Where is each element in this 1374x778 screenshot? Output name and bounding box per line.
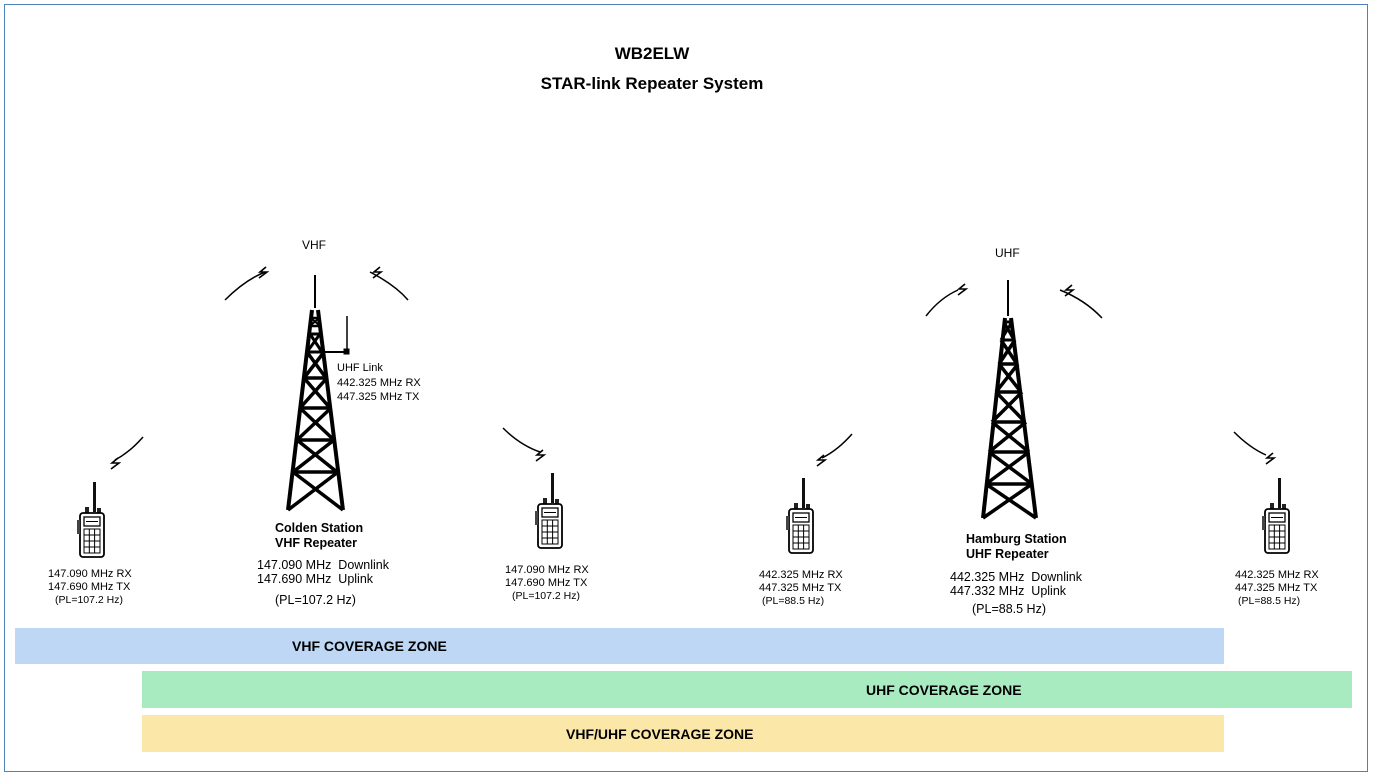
radio-3-rx: 442.325 MHz RX bbox=[759, 569, 843, 581]
radio-4-info: 442.325 MHz RX 447.325 MHz TX (PL=88.5 H… bbox=[1235, 569, 1321, 608]
vhf-coverage-zone-label: VHF COVERAGE ZONE bbox=[292, 638, 447, 654]
colden-uplink: 147.690 MHz Uplink bbox=[257, 572, 374, 586]
uhf-tower bbox=[981, 280, 1038, 520]
diagram-title: WB2ELW bbox=[614, 44, 690, 63]
radio-2-rx: 147.090 MHz RX bbox=[505, 564, 589, 576]
colden-station-type: VHF Repeater bbox=[275, 536, 357, 550]
colden-pl: (PL=107.2 Hz) bbox=[275, 593, 356, 607]
colden-station-name: Colden Station bbox=[275, 521, 364, 535]
radio-2-tx: 147.690 MHz TX bbox=[505, 577, 588, 589]
colden-downlink: 147.090 MHz Downlink bbox=[257, 558, 390, 572]
radio-3-pl: (PL=88.5 Hz) bbox=[762, 595, 825, 607]
hamburg-station-label: Hamburg Station UHF Repeater bbox=[966, 532, 1067, 562]
hamburg-station-type: UHF Repeater bbox=[966, 547, 1049, 561]
hamburg-pl: (PL=88.5 Hz) bbox=[972, 602, 1046, 616]
radio-1-icon bbox=[76, 481, 105, 558]
radio-4-rx: 442.325 MHz RX bbox=[1235, 569, 1319, 581]
radio-1-tx: 147.690 MHz TX bbox=[48, 581, 131, 593]
colden-station-label: Colden Station VHF Repeater bbox=[275, 521, 363, 551]
vhf-uhf-coverage-zone-label: VHF/UHF COVERAGE ZONE bbox=[566, 726, 754, 742]
radio-3-tx: 447.325 MHz TX bbox=[759, 582, 842, 594]
radio-1-info: 147.090 MHz RX 147.690 MHz TX (PL=107.2 … bbox=[48, 568, 132, 607]
uhf-link-rx: 442.325 MHz RX bbox=[337, 376, 421, 389]
uhf-link-tx: 447.325 MHz TX bbox=[337, 391, 420, 403]
uhf-coverage-zone: UHF COVERAGE ZONE bbox=[142, 671, 1352, 708]
uhf-link-label: UHF Link bbox=[337, 362, 383, 374]
uhf-coverage-zone-label: UHF COVERAGE ZONE bbox=[866, 682, 1022, 698]
vhf-band-label: VHF bbox=[302, 238, 326, 252]
radio-4-tx: 447.325 MHz TX bbox=[1235, 582, 1318, 594]
vhf-coverage-zone: VHF COVERAGE ZONE bbox=[15, 628, 1224, 664]
radio-3-icon bbox=[785, 477, 814, 554]
radio-2-info: 147.090 MHz RX 147.690 MHz TX (PL=107.2 … bbox=[505, 564, 589, 603]
diagram-frame bbox=[4, 4, 1368, 772]
radio-2-pl: (PL=107.2 Hz) bbox=[512, 590, 580, 602]
hamburg-frequencies: 442.325 MHz Downlink 447.332 MHz Uplink bbox=[950, 570, 1082, 598]
radio-2-icon bbox=[534, 472, 563, 549]
diagram-subtitle: STAR-link Repeater System bbox=[540, 74, 764, 93]
radio-1-pl: (PL=107.2 Hz) bbox=[55, 594, 123, 606]
hamburg-uplink: 447.332 MHz Uplink bbox=[950, 584, 1067, 598]
vhf-uhf-coverage-zone: VHF/UHF COVERAGE ZONE bbox=[142, 715, 1224, 752]
uhf-band-label: UHF bbox=[995, 246, 1020, 260]
radio-3-info: 442.325 MHz RX 447.325 MHz TX (PL=88.5 H… bbox=[759, 569, 845, 608]
vhf-tower bbox=[286, 275, 350, 512]
hamburg-downlink: 442.325 MHz Downlink bbox=[950, 570, 1083, 584]
radio-1-rx: 147.090 MHz RX bbox=[48, 568, 132, 580]
hamburg-station-name: Hamburg Station bbox=[966, 532, 1067, 546]
radio-4-icon bbox=[1261, 477, 1290, 554]
colden-frequencies: 147.090 MHz Downlink 147.690 MHz Uplink bbox=[257, 558, 389, 586]
radio-4-pl: (PL=88.5 Hz) bbox=[1238, 595, 1301, 607]
uhf-link-info: UHF Link 442.325 MHz RX 447.325 MHz TX bbox=[337, 361, 421, 405]
